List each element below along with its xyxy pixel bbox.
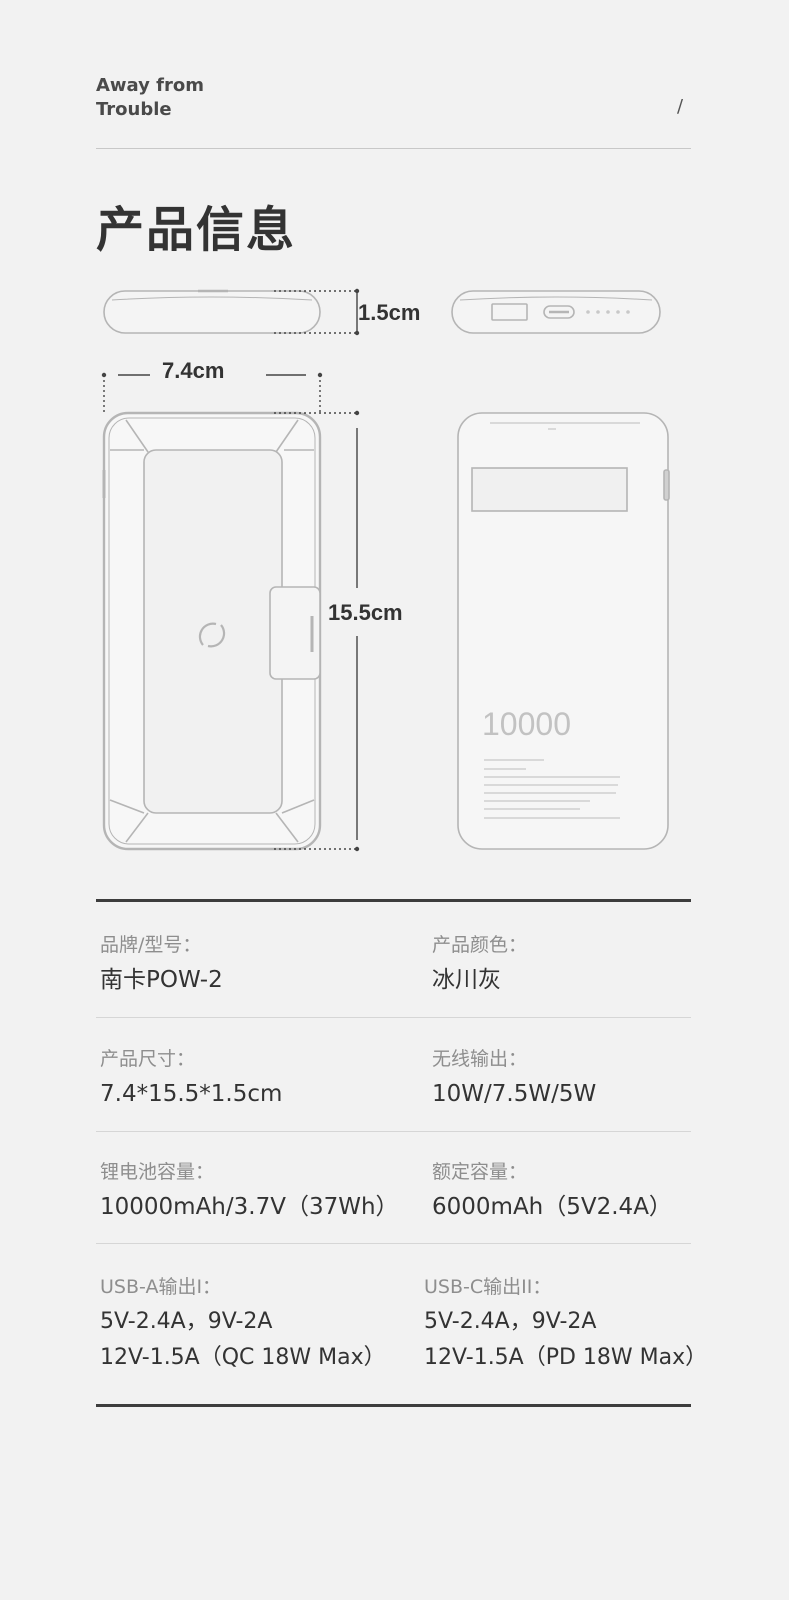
side-view-ports xyxy=(451,290,661,334)
spec-label-usb-c: USB-C输出II： xyxy=(424,1276,552,1298)
spec-label-rated: 额定容量： xyxy=(432,1161,528,1183)
width-label: 7.4cm xyxy=(162,358,225,383)
spec-table-bottom-rule xyxy=(96,1404,691,1407)
spec-label-brand-model: 品牌/型号： xyxy=(100,934,202,956)
spec-row-divider xyxy=(96,1017,691,1018)
spec-table-top-rule xyxy=(96,899,691,902)
front-view xyxy=(102,411,322,851)
spec-label-wireless: 无线输出： xyxy=(432,1048,528,1070)
spec-label-usb-a: USB-A输出I： xyxy=(100,1276,222,1298)
brand-name: Away from Trouble xyxy=(96,74,204,122)
thickness-label: 1.5cm xyxy=(358,300,421,325)
back-view xyxy=(457,412,670,850)
spec-value-size: 7.4*15.5*1.5cm xyxy=(100,1081,283,1107)
spec-label-size: 产品尺寸： xyxy=(100,1048,196,1070)
spec-value-usb-a-line1: 5V-2.4A，9V-2A xyxy=(100,1309,273,1334)
spec-value-brand-model: 南卡POW-2 xyxy=(100,967,223,993)
brand-line-1: Away from xyxy=(96,75,204,96)
spec-value-rated: 6000mAh（5V2.4A） xyxy=(432,1194,672,1220)
spec-row-divider xyxy=(96,1243,691,1244)
height-label: 15.5cm xyxy=(328,600,403,625)
header-divider xyxy=(96,148,691,149)
brand-line-2: Trouble xyxy=(96,99,172,120)
spec-value-usb-a-line2: 12V-1.5A（QC 18W Max） xyxy=(100,1345,386,1370)
spec-label-battery: 锂电池容量： xyxy=(100,1161,215,1183)
spec-label-color: 产品颜色： xyxy=(432,934,528,956)
spec-value-usb-c-line1: 5V-2.4A，9V-2A xyxy=(424,1309,597,1334)
header-slash: / xyxy=(677,96,684,117)
spec-value-color: 冰川灰 xyxy=(432,967,501,993)
spec-value-wireless: 10W/7.5W/5W xyxy=(432,1081,597,1107)
product-drawings xyxy=(101,288,670,852)
spec-value-usb-c-line2: 12V-1.5A（PD 18W Max） xyxy=(424,1345,708,1370)
side-view-left xyxy=(103,289,321,334)
page-title: 产品信息 xyxy=(96,202,297,258)
spec-row-divider xyxy=(96,1131,691,1132)
spec-value-battery: 10000mAh/3.7V（37Wh） xyxy=(100,1194,399,1220)
back-capacity-print: 10000 xyxy=(482,706,571,742)
